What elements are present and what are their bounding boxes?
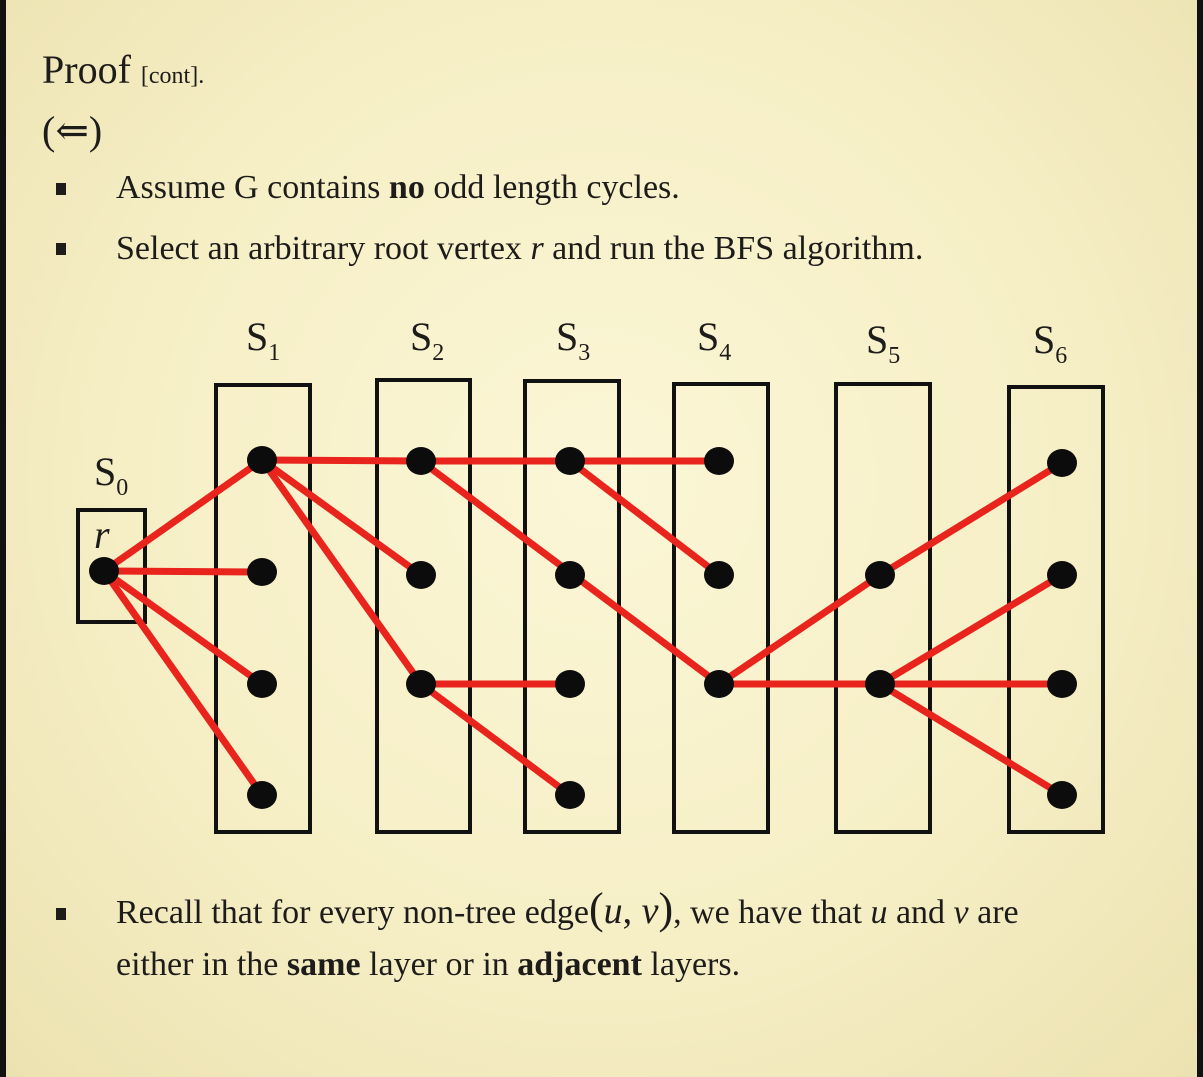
math-close-paren: ) [658, 884, 674, 933]
direction-marker: (⇐) [42, 108, 103, 153]
vertex-f1 [1047, 449, 1077, 477]
layer-label-index: 4 [719, 340, 731, 366]
bullet-text-2: Select an arbitrary root vertex r and ru… [116, 228, 923, 270]
layer-box-s4 [672, 382, 770, 834]
edge-e1-f1 [876, 459, 1066, 579]
layer-box-s5 [834, 382, 932, 834]
layer-label-s4: S4 [697, 314, 731, 366]
bullet-3-part-1: Recall that for every non-tree edge [116, 894, 589, 931]
vertex-c3 [555, 670, 585, 698]
bullet-2-part-c: and run the BFS algorithm. [543, 230, 924, 267]
edge-c1-d2 [566, 457, 723, 579]
edge-e2-f4 [876, 680, 1066, 799]
vertex-c2 [555, 561, 585, 589]
edge-r-a3 [100, 567, 266, 688]
edge-r-a2 [100, 567, 266, 576]
vertex-b3 [406, 670, 436, 698]
bullet-text-3-line-2: either in the same layer or in adjacent … [116, 944, 740, 986]
bullet-3-var-v: v [953, 894, 969, 931]
vertex-f2 [1047, 561, 1077, 589]
bullet-2-root-var: r [530, 230, 544, 267]
layer-label-index: 0 [116, 475, 128, 501]
layer-label-index: 2 [432, 340, 444, 366]
layer-label-s2: S2 [410, 314, 444, 366]
bullet-3-emphasis-adjacent: adjacent [517, 946, 642, 983]
math-var-u: u [603, 890, 623, 932]
vertex-f4 [1047, 781, 1077, 809]
edge-a1-b3 [258, 456, 425, 688]
vertex-a1 [247, 446, 277, 474]
edge-a1-b2 [258, 456, 425, 579]
edge-r-a4 [100, 567, 266, 799]
layer-box-s2 [375, 378, 472, 834]
vertex-e2 [865, 670, 895, 698]
vertex-b2 [406, 561, 436, 589]
vertex-c1 [555, 447, 585, 475]
layer-label-index: 3 [578, 340, 590, 366]
edge-r-a1 [100, 456, 266, 575]
vertex-d2 [704, 561, 734, 589]
bullet-3-part-4: are [968, 894, 1019, 931]
bullet-3-emphasis-same: same [286, 946, 361, 983]
layer-label-s5: S5 [866, 317, 900, 369]
vertex-f3 [1047, 670, 1077, 698]
bullet-marker-2 [56, 243, 66, 255]
bullet-marker-3 [56, 908, 66, 920]
bullet-3-part-7: layers. [641, 946, 741, 983]
vertex-a4 [247, 781, 277, 809]
edge-b3-c4 [417, 680, 574, 799]
bullet-2-part-a: Select an arbitrary root vertex [116, 230, 531, 267]
layer-label-index: 5 [888, 343, 900, 369]
layer-label-s6: S6 [1033, 317, 1067, 369]
bullet-text-1: Assume G contains no odd length cycles. [116, 167, 680, 209]
layer-box-s0 [76, 508, 147, 624]
edge-a1-b1 [258, 456, 425, 465]
bullet-1-part-a: Assume G contains [116, 169, 389, 206]
bullet-3-var-u: u [870, 894, 888, 931]
layer-box-s1 [214, 383, 312, 834]
vertex-d3 [704, 670, 734, 698]
bullet-1-part-c: odd length cycles. [424, 169, 680, 206]
slide-edge-left [0, 0, 6, 1077]
root-label: r [94, 512, 110, 557]
title-suffix: [cont]. [140, 63, 205, 89]
layer-label-s1: S1 [246, 314, 280, 366]
slide-title: Proof [cont]. [42, 48, 204, 98]
slide-edge-right [1197, 0, 1203, 1077]
edge-e2-f2 [876, 571, 1066, 688]
bullet-3-part-3: and [887, 894, 954, 931]
math-open-paren: ( [588, 884, 604, 933]
vertex-a2 [247, 558, 277, 586]
bullet-text-3-line-1: Recall that for every non-tree edge(u, v… [116, 887, 1019, 934]
vertex-d1 [704, 447, 734, 475]
root-vertex [89, 557, 119, 585]
bullet-1-emphasis: no [388, 169, 425, 206]
title-main: Proof [42, 47, 131, 92]
edge-d3-e1 [715, 571, 884, 688]
vertex-b1 [406, 447, 436, 475]
vertex-a3 [247, 670, 277, 698]
bullet-3-part-5: either in the [116, 946, 287, 983]
math-comma: , [622, 890, 642, 932]
layer-label-index: 1 [268, 340, 280, 366]
bullet-marker-1 [56, 183, 66, 195]
layer-label-index: 6 [1055, 343, 1067, 369]
bullet-3-part-6: layer or in [360, 946, 518, 983]
layer-label-s0: S0 [94, 449, 128, 501]
vertex-e1 [865, 561, 895, 589]
math-var-v: v [641, 890, 659, 932]
bullet-3-part-2: , we have that [673, 894, 871, 931]
layer-label-s3: S3 [556, 314, 590, 366]
vertex-c4 [555, 781, 585, 809]
